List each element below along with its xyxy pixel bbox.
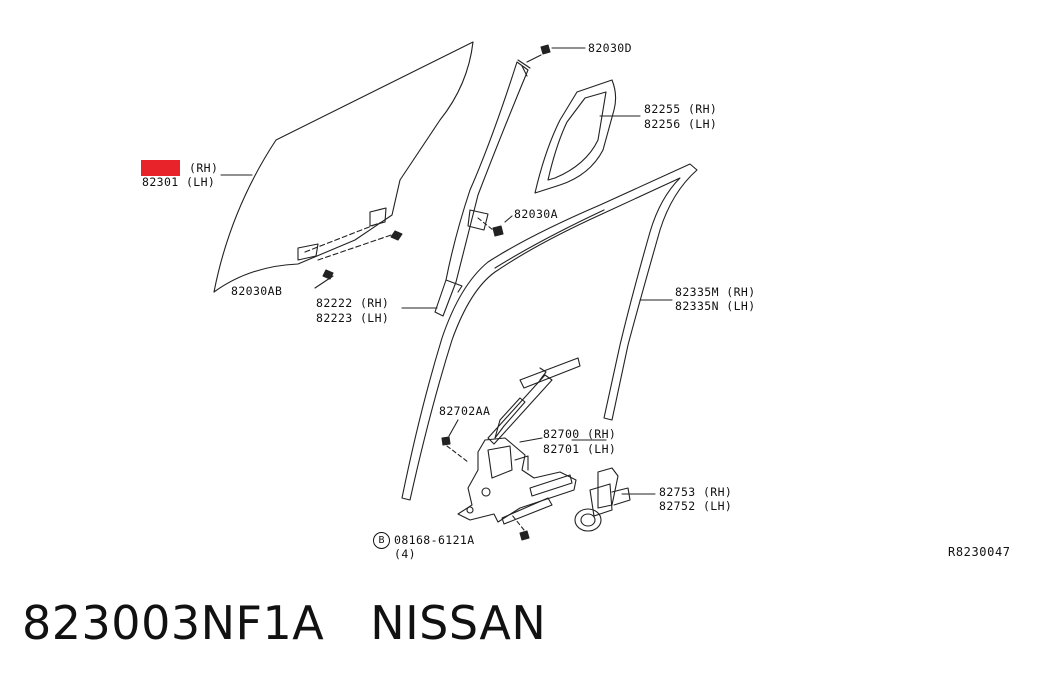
bolt-08168 (511, 514, 530, 541)
glass-run-82335 (401, 163, 698, 501)
label-82222: 82222 (RH) (316, 296, 390, 310)
label-82030D: 82030D (588, 41, 632, 55)
label-82700: 82700 (RH) (543, 427, 617, 441)
label-bolt-quantity: (4) (394, 547, 416, 561)
label-82300-highlight: 82300 (141, 160, 180, 176)
label-82256: 82256 (LH) (644, 117, 718, 131)
label-82030A: 82030A (514, 207, 558, 221)
part-footer: 823003NF1A NISSAN (22, 596, 546, 650)
clip-82030D (526, 44, 586, 63)
label-82701: 82701 (LH) (543, 442, 617, 456)
label-82752: 82752 (LH) (659, 499, 733, 513)
regulator-82700 (457, 357, 581, 525)
partition-seal-82255 (534, 79, 641, 194)
motor-82753 (574, 467, 656, 532)
door-glass-82300 (213, 41, 474, 293)
part-number: 823003NF1A (22, 596, 325, 650)
label-82753: 82753 (RH) (659, 485, 733, 499)
label-82335N: 82335N (LH) (675, 299, 756, 313)
screw-82702AA (441, 436, 469, 463)
label-08168-6121A: 08168-6121A (394, 533, 475, 547)
bolt-circle-b: B (373, 532, 390, 549)
label-82255: 82255 (RH) (644, 102, 718, 116)
brand-name: NISSAN (370, 596, 547, 650)
label-82335M: 82335M (RH) (675, 285, 756, 299)
clip-82030A (477, 215, 513, 237)
door-glass-regulator-diagram (213, 41, 698, 541)
label-82300-side: (RH) (189, 161, 219, 175)
sash-channel-82222 (434, 59, 531, 317)
label-82223: 82223 (LH) (316, 311, 390, 325)
reference-code: R8230047 (948, 545, 1011, 559)
label-82702AA: 82702AA (439, 404, 491, 418)
label-82301: 82301 (LH) (142, 175, 216, 189)
label-82030AB: 82030AB (231, 284, 283, 298)
